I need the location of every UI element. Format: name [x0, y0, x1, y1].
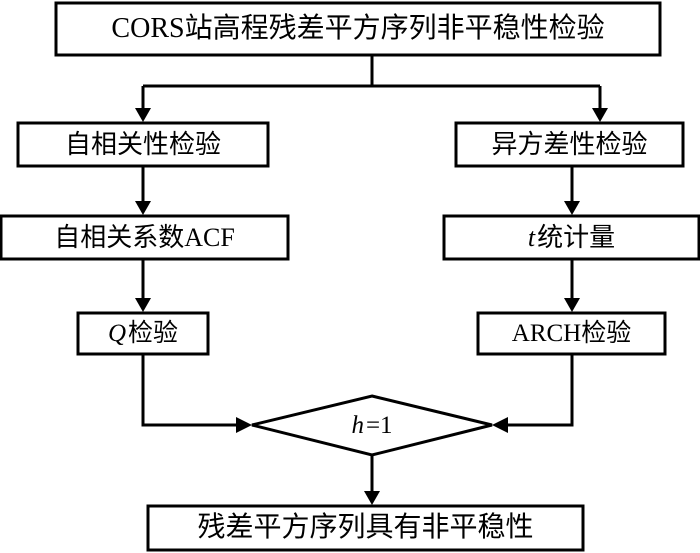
- q-test-variable: Q: [107, 320, 127, 347]
- connector-qtest-to-decision: [141, 354, 238, 427]
- node-shape-heteroscedasticity-test[interactable]: [454, 121, 685, 168]
- node-label-heteroscedasticity-test: 异方差性检验: [491, 129, 648, 159]
- arrowhead-to-autocorrelation: [135, 108, 151, 122]
- t-statistic-text: 统计量: [537, 222, 616, 252]
- arrowhead-decision-right: [492, 417, 508, 433]
- arrowhead-to-heteroscedasticity: [592, 108, 608, 122]
- node-shape-acf[interactable]: [0, 214, 290, 261]
- decision-condition: =1: [365, 411, 393, 439]
- arrowhead-to-tstat: [564, 201, 580, 215]
- decision-variable: h: [351, 411, 364, 439]
- arrowhead-decision-left: [236, 417, 252, 433]
- node-label-decision: h=1: [292, 410, 452, 440]
- arrowhead-to-conclusion: [364, 491, 380, 505]
- node-label-acf: 自相关系数ACF: [54, 222, 235, 252]
- arrowhead-to-qtest: [135, 298, 151, 312]
- t-statistic-variable: t: [527, 222, 536, 252]
- node-shape-t-statistic[interactable]: [442, 214, 700, 261]
- node-shape-autocorrelation-test[interactable]: [16, 121, 270, 168]
- node-shape-arch-test[interactable]: [476, 311, 667, 356]
- node-shape-q-test[interactable]: [76, 311, 210, 356]
- node-shape-root[interactable]: [54, 1, 662, 57]
- arrowhead-to-arch: [564, 298, 580, 312]
- node-label-conclusion: 残差平方序列具有非平稳性: [197, 512, 534, 543]
- node-label-root: CORS站高程残差平方序列非平稳性检验: [111, 13, 605, 44]
- node-shape-decision[interactable]: [251, 394, 493, 457]
- node-label-arch-test: ARCH检验: [511, 320, 632, 347]
- q-test-text: 检验: [128, 320, 179, 347]
- node-label-autocorrelation-test: 自相关性检验: [64, 129, 221, 159]
- node-shape-conclusion[interactable]: [146, 504, 585, 552]
- connector-layer: [135, 55, 608, 505]
- connector-arch-to-decision: [506, 354, 574, 427]
- arrowhead-to-acf: [135, 201, 151, 215]
